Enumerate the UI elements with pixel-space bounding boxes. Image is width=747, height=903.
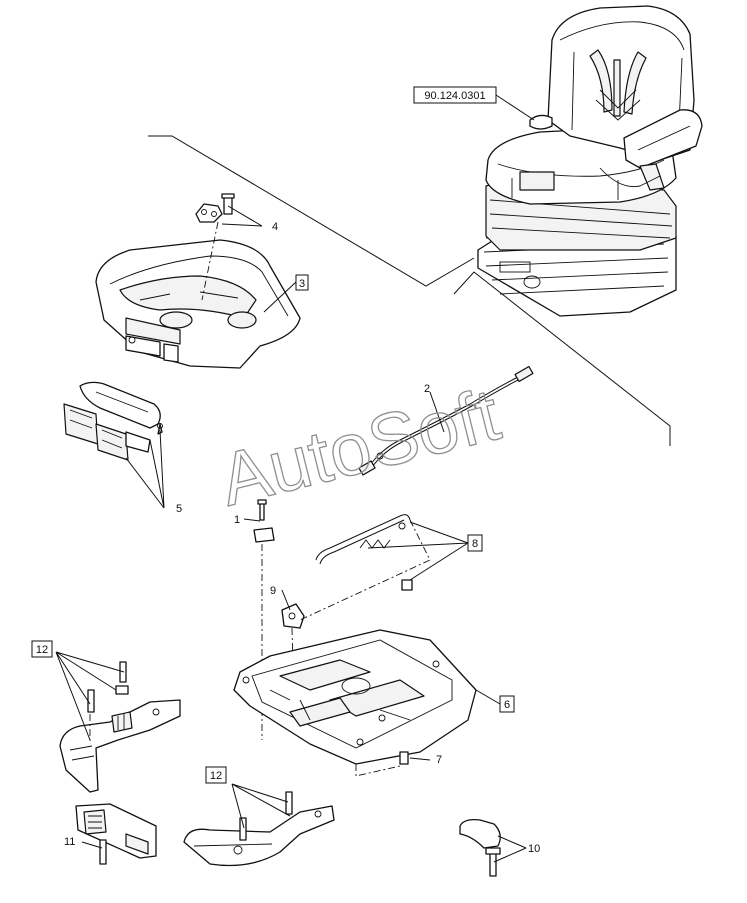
box-callout-12b: 12 <box>205 766 227 784</box>
callout-5: 5 <box>176 503 182 515</box>
callout-4: 4 <box>272 221 278 233</box>
callout-ref-seat: 90.124.0301 <box>424 90 485 102</box>
bracket-9 <box>281 603 305 629</box>
callout-1: 1 <box>234 514 240 526</box>
callout-3: 3 <box>299 278 305 290</box>
callout-2: 2 <box>424 383 430 395</box>
callout-6: 6 <box>504 699 510 711</box>
lever-10 <box>459 818 501 877</box>
bracket-4 <box>195 193 235 223</box>
watermark-text: AutoSoft <box>212 372 508 521</box>
clip-1 <box>253 499 275 543</box>
box-callout-12a: 12 <box>31 640 53 658</box>
box-callout-8: 8 <box>467 534 483 552</box>
ref-seat-callout: 90.124.0301 <box>413 86 497 104</box>
box-callout-6: 6 <box>499 695 515 713</box>
callout-7: 7 <box>436 754 442 766</box>
rail-left-12 <box>59 661 181 793</box>
screw-7 <box>399 751 409 765</box>
callout-9: 9 <box>270 585 276 597</box>
handle-set-5 <box>63 381 163 461</box>
box-callout-3: 3 <box>295 274 309 291</box>
seat-pan-cover <box>95 239 301 369</box>
callout-8: 8 <box>472 538 478 550</box>
nut-8 <box>401 579 413 591</box>
seat-assembly <box>477 5 703 317</box>
callout-12a: 12 <box>36 644 48 656</box>
callout-12b: 12 <box>210 770 222 782</box>
bracket-11 <box>75 803 157 865</box>
leader-lines <box>55 94 671 863</box>
rod-set-8 <box>315 514 411 565</box>
rail-right-12 <box>183 791 335 867</box>
callout-10: 10 <box>528 843 540 855</box>
base-plate-6 <box>233 629 477 765</box>
callout-11: 11 <box>64 836 75 848</box>
cable-2 <box>358 365 534 476</box>
